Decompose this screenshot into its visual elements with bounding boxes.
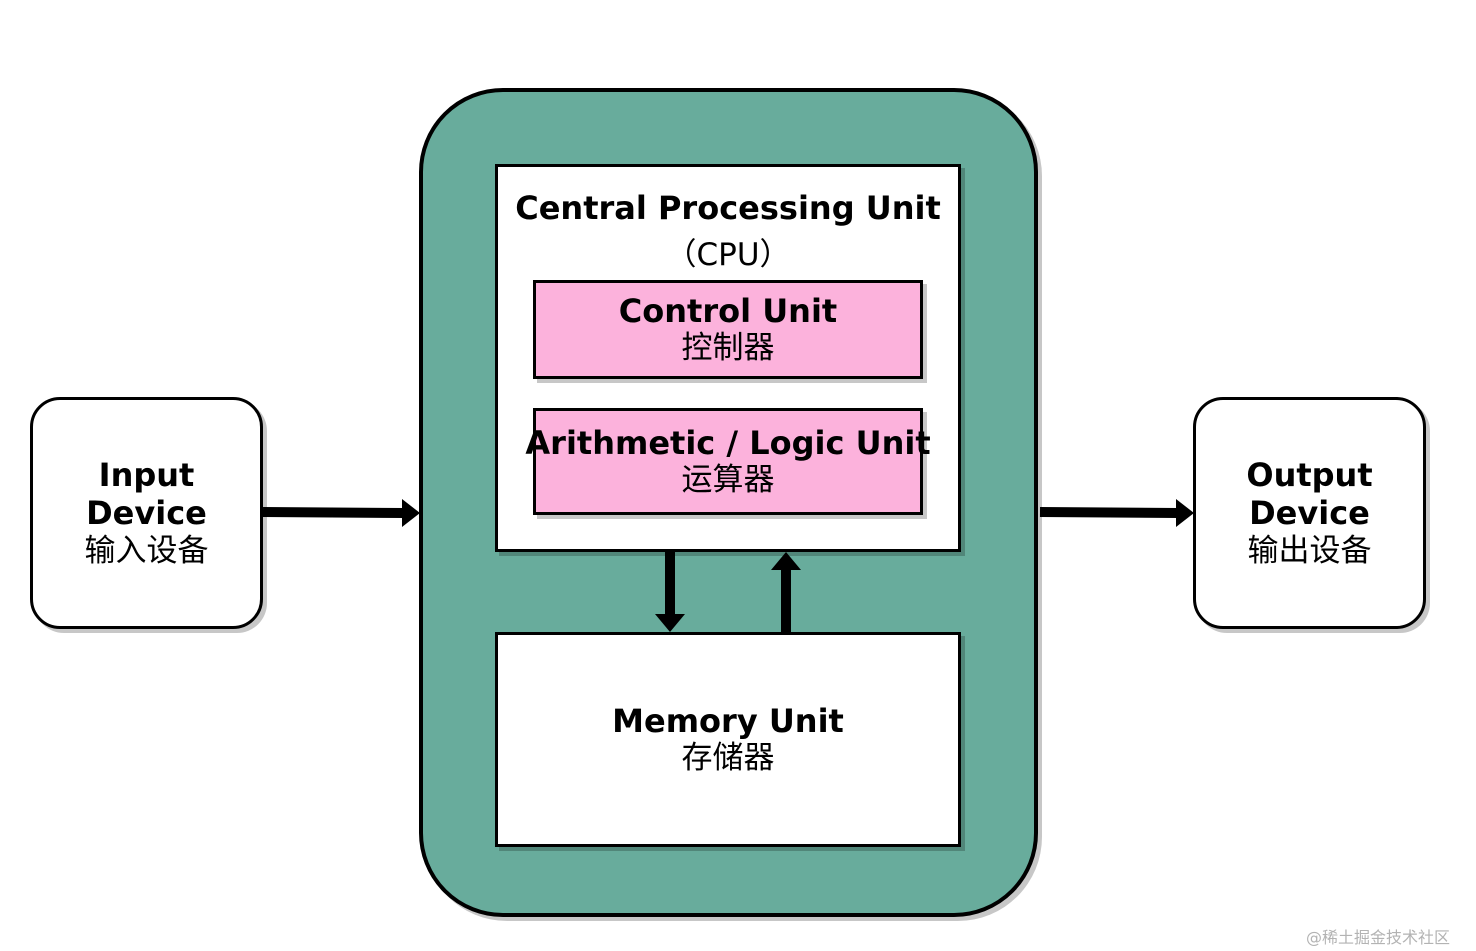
watermark-text: @稀土掘金技术社区 [1306, 928, 1451, 947]
control-unit-label: Control Unit [618, 291, 838, 330]
control-unit-box: Control Unit 控制器 [533, 280, 923, 379]
cpu-abbr: （CPU） [665, 237, 791, 273]
input-device-label-line1: Input [98, 456, 195, 495]
input-device-box: Input Device 输入设备 [30, 397, 263, 629]
memory-unit-box: Memory Unit 存储器 [495, 632, 961, 847]
control-unit-label-zh: 控制器 [681, 330, 775, 367]
output-device-label-line2: Device [1249, 494, 1370, 533]
cpu-to-memory-arrow [655, 552, 685, 632]
output-device-label-line1: Output [1246, 456, 1373, 495]
memory-to-cpu-arrow [771, 552, 801, 632]
memory-unit-label-zh: 存储器 [681, 740, 775, 777]
input-device-label-zh: 输入设备 [84, 532, 209, 569]
input-device-label-line2: Device [86, 494, 207, 533]
cpu-to-output-arrow [1039, 499, 1194, 527]
output-device-label-zh: 输出设备 [1247, 532, 1372, 569]
alu-label-zh: 运算器 [681, 462, 775, 499]
cpu-title: Central Processing Unit [515, 189, 941, 227]
input-to-cpu-arrow [262, 499, 420, 527]
alu-box: Arithmetic / Logic Unit 运算器 [525, 408, 931, 515]
output-device-box: Output Device 输出设备 [1193, 397, 1426, 629]
memory-unit-label: Memory Unit [612, 701, 844, 740]
alu-label: Arithmetic / Logic Unit [525, 423, 931, 462]
